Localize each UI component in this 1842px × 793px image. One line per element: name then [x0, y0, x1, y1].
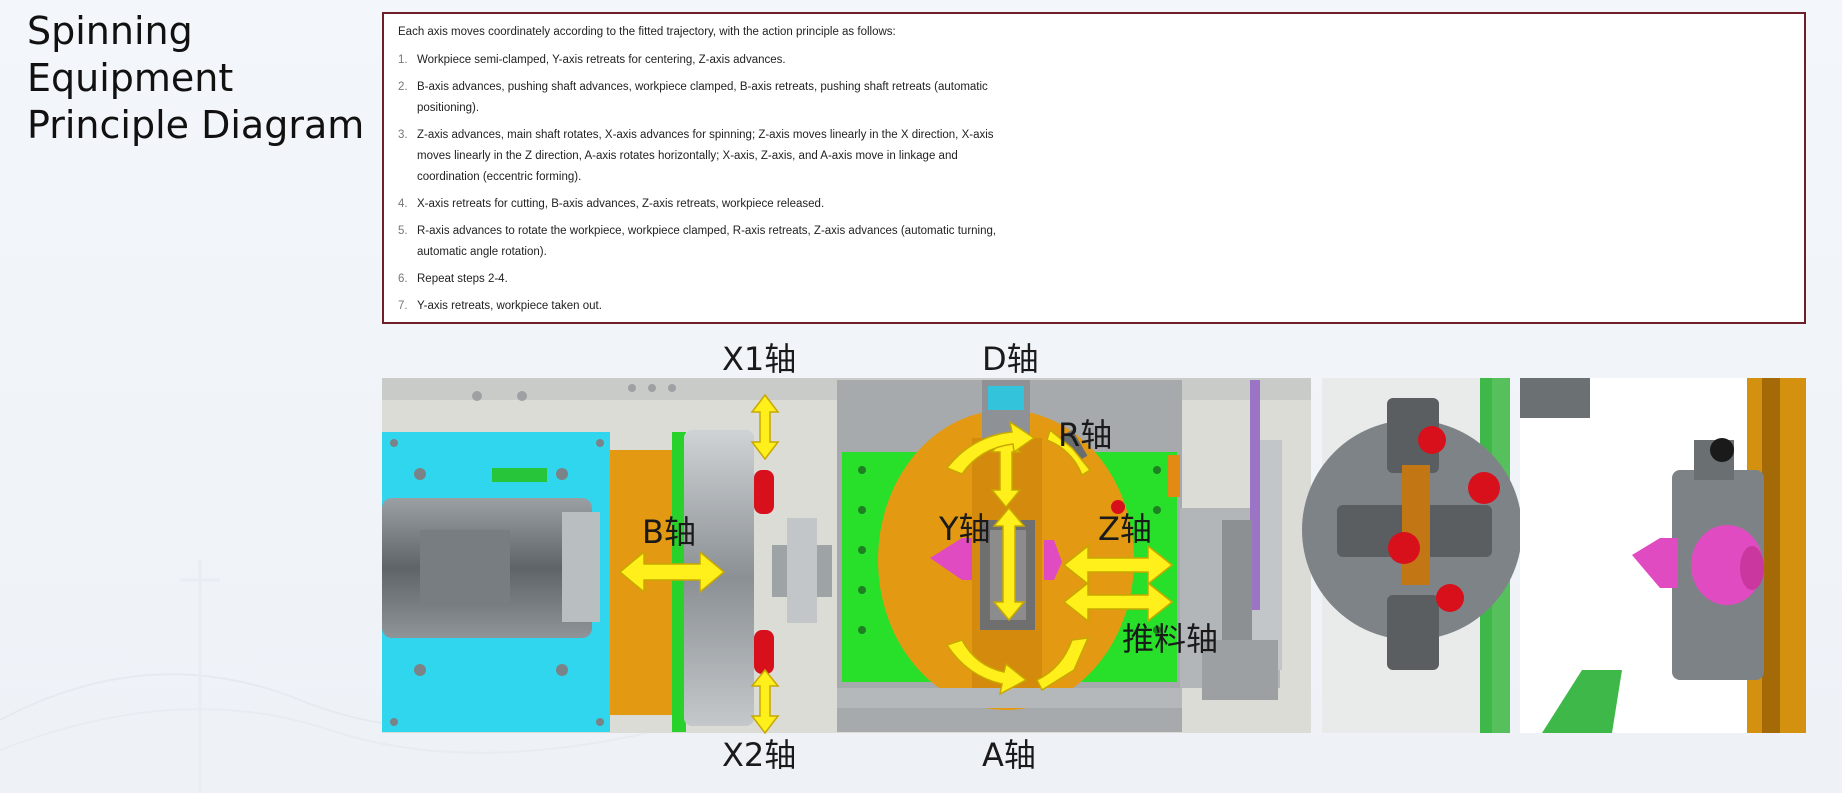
- a-arrow-top-right: [1046, 428, 1092, 477]
- motion-arrows: [618, 393, 1174, 735]
- step-number: 6.: [398, 273, 408, 285]
- machine-render-main: [382, 378, 1311, 733]
- step-number: 7.: [398, 300, 408, 312]
- step-item: 7. Y-axis retreats, workpiece taken out.: [398, 296, 998, 317]
- label-y-axis: Y轴: [938, 510, 991, 548]
- y-arrow: [992, 506, 1026, 622]
- label-z-axis: Z轴: [1098, 510, 1152, 548]
- steps-intro: Each axis moves coordinately according t…: [398, 26, 896, 38]
- step-number: 4.: [398, 198, 408, 210]
- step-item: 3. Z-axis advances, main shaft rotates, X…: [398, 125, 998, 188]
- label-d-axis: D轴: [982, 340, 1039, 378]
- label-a-axis: A轴: [982, 736, 1036, 774]
- label-r-axis: R轴: [1058, 416, 1112, 454]
- chuck-closeup: [1302, 378, 1522, 733]
- x1-arrow: [750, 393, 780, 461]
- step-item: 5. R-axis advances to rotate the workpiec…: [398, 221, 998, 263]
- label-x1-axis: X1轴: [722, 340, 796, 378]
- step-text: Z-axis advances, main shaft rotates, X-a…: [417, 129, 994, 183]
- step-item: 1. Workpiece semi-clamped, Y-axis retreat…: [398, 50, 998, 71]
- a-arrow-bottom-right: [1035, 637, 1090, 692]
- step-item: 6. Repeat steps 2-4.: [398, 269, 998, 290]
- step-number: 3.: [398, 129, 408, 141]
- a-arrow-top-left: [945, 420, 1036, 475]
- roller-bottom: [754, 630, 774, 674]
- workpiece-right: [1044, 540, 1062, 580]
- x2-arrow: [750, 668, 780, 735]
- step-text: Repeat steps 2-4.: [417, 273, 508, 285]
- steps-list: 1. Workpiece semi-clamped, Y-axis retreat…: [398, 50, 998, 317]
- step-text: R-axis advances to rotate the workpiece,…: [417, 225, 997, 258]
- workpiece-holder-closeup: [1520, 378, 1806, 733]
- step-text: X-axis retreats for cutting, B-axis adva…: [417, 198, 825, 210]
- label-x2-axis: X2轴: [722, 736, 796, 774]
- label-push-axis: 推料轴: [1122, 620, 1218, 658]
- spindle-drum: [684, 430, 754, 726]
- label-b-axis: B轴: [642, 513, 696, 551]
- b-arrow: [618, 550, 726, 594]
- axis-labels: X1轴 D轴 R轴 B轴 Y轴 Z轴 推料轴 X2轴 A轴: [642, 340, 1218, 774]
- step-text: Workpiece semi-clamped, Y-axis retreats …: [417, 54, 786, 66]
- step-item: 2. B-axis advances, pushing shaft advance…: [398, 77, 998, 119]
- page-title-line-1: Spinning Equipment: [27, 9, 234, 100]
- push-arrow: [1062, 581, 1174, 623]
- roller-top: [754, 470, 774, 514]
- z-arrow: [1062, 544, 1174, 586]
- step-text: B-axis advances, pushing shaft advances,…: [417, 81, 988, 114]
- step-number: 1.: [398, 54, 408, 66]
- step-number: 5.: [398, 225, 408, 237]
- page-title: Spinning Equipment Principle Diagram: [27, 8, 367, 149]
- step-item: 4. X-axis retreats for cutting, B-axis ad…: [398, 194, 998, 215]
- step-number: 2.: [398, 81, 408, 93]
- page-title-line-2: Principle Diagram: [27, 103, 365, 147]
- a-arrow-bottom-left: [945, 639, 1028, 696]
- step-text: Y-axis retreats, workpiece taken out.: [417, 300, 602, 312]
- spinning-machine-diagram: X1轴 D轴 R轴 B轴 Y轴 Z轴 推料轴 X2轴 A轴: [382, 340, 1806, 780]
- workpiece-left: [930, 538, 972, 580]
- action-principle-box: Each axis moves coordinately according t…: [382, 12, 1806, 324]
